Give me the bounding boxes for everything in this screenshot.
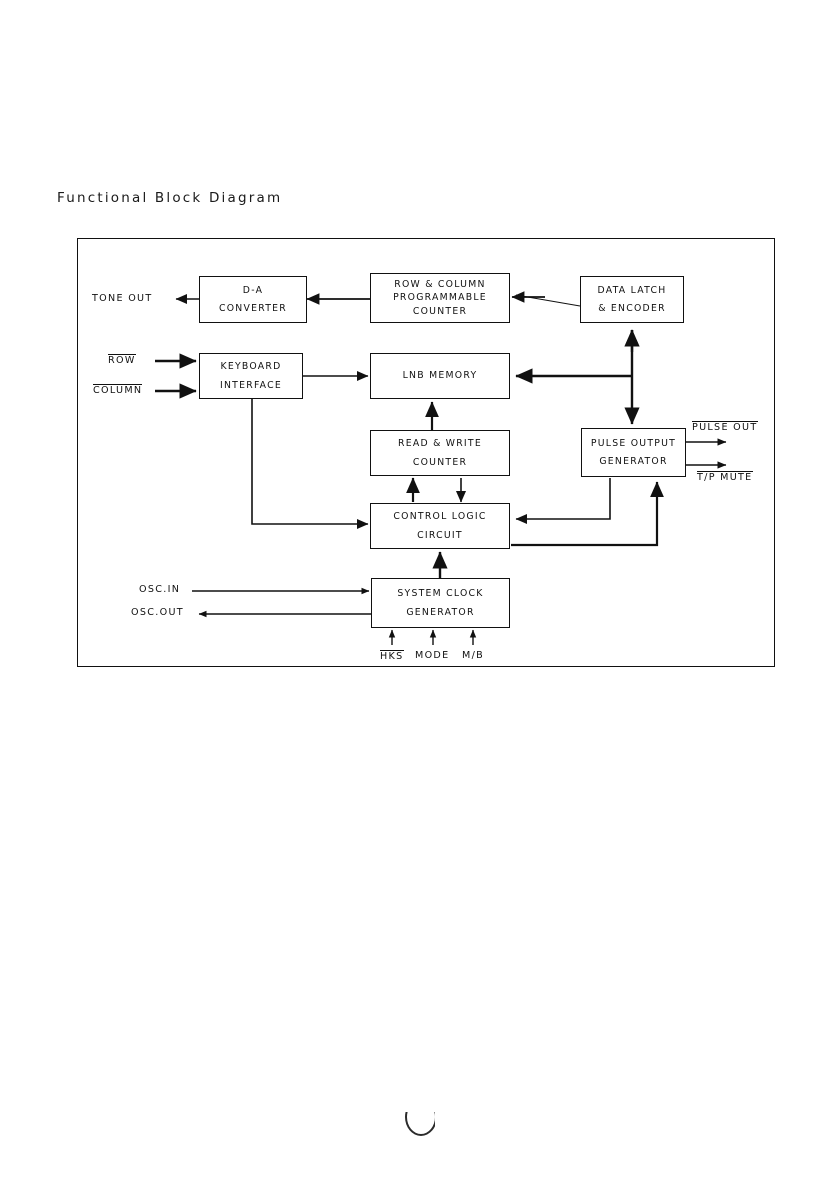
signal-label-mode: MODE: [415, 651, 449, 661]
signal-text-osc-out: OSC.OUT: [131, 607, 184, 618]
block-read-write-counter[interactable]: READ & WRITE COUNTER: [370, 430, 510, 476]
signal-text-pulse-out: PULSE OUT: [692, 421, 758, 433]
block-data-latch-line1: DATA LATCH: [597, 284, 667, 296]
block-keyboard-interface[interactable]: KEYBOARD INTERFACE: [199, 353, 303, 399]
signal-label-column: COLUMN: [93, 384, 143, 396]
signal-label-row: ROW: [108, 354, 136, 366]
signal-text-column: COLUMN: [93, 384, 143, 396]
signal-text-mb: M/B: [462, 650, 484, 661]
block-system-clock-generator[interactable]: SYSTEM CLOCK GENERATOR: [371, 578, 510, 628]
block-programmable-counter-line2: PROGRAMMABLE: [393, 292, 487, 304]
diagram-border: [77, 238, 775, 667]
block-lnb-memory[interactable]: LNB MEMORY: [370, 353, 510, 399]
signal-text-tone-out: TONE OUT: [92, 293, 153, 304]
block-control-logic-line2: CIRCUIT: [417, 529, 463, 541]
block-data-latch-line2: & ENCODER: [598, 303, 666, 314]
signal-label-mb: M/B: [462, 651, 484, 661]
block-system-clock-line1: SYSTEM CLOCK: [397, 588, 484, 600]
block-da-converter[interactable]: D-A CONVERTER: [199, 276, 307, 323]
block-keyboard-line1: KEYBOARD: [220, 361, 282, 373]
block-pulse-output-line1: PULSE OUTPUT: [590, 437, 677, 449]
block-data-latch-encoder[interactable]: DATA LATCH & ENCODER: [580, 276, 684, 323]
signal-label-hks: HKS: [380, 650, 404, 662]
block-da-converter-line1: D-A: [242, 284, 264, 296]
page-number-mark: [405, 1112, 435, 1138]
block-keyboard-line2: INTERFACE: [219, 379, 282, 391]
block-control-logic-circuit[interactable]: CONTROL LOGIC CIRCUIT: [370, 503, 510, 549]
block-lnb-memory-line1: LNB MEMORY: [402, 370, 478, 382]
signal-text-hks: HKS: [380, 650, 404, 662]
signal-label-pulse-out: PULSE OUT: [692, 421, 758, 433]
block-pulse-output-generator[interactable]: PULSE OUTPUT GENERATOR: [581, 428, 686, 477]
signal-text-row: ROW: [108, 354, 136, 366]
signal-label-tone-out: TONE OUT: [92, 294, 153, 304]
signal-text-osc-in: OSC.IN: [139, 584, 181, 595]
signal-text-tp-mute: T/P MUTE: [697, 471, 753, 483]
block-da-converter-line2: CONVERTER: [218, 303, 288, 314]
page-title: Functional Block Diagram: [57, 190, 283, 206]
block-programmable-counter-line3: COUNTER: [412, 305, 468, 317]
block-system-clock-line2: GENERATOR: [406, 606, 475, 618]
signal-label-osc-out: OSC.OUT: [131, 608, 184, 618]
signal-label-tp-mute: T/P MUTE: [697, 471, 753, 483]
block-rw-counter-line2: COUNTER: [412, 456, 468, 468]
block-control-logic-line1: CONTROL LOGIC: [393, 511, 487, 523]
block-programmable-counter-line1: ROW & COLUMN: [394, 279, 486, 291]
block-programmable-counter[interactable]: ROW & COLUMN PROGRAMMABLE COUNTER: [370, 273, 510, 323]
page-number-glyph: [405, 1112, 435, 1136]
block-pulse-output-line2: GENERATOR: [599, 456, 668, 467]
block-rw-counter-line1: READ & WRITE: [398, 438, 482, 450]
signal-label-osc-in: OSC.IN: [139, 585, 180, 595]
signal-text-mode: MODE: [415, 650, 450, 661]
